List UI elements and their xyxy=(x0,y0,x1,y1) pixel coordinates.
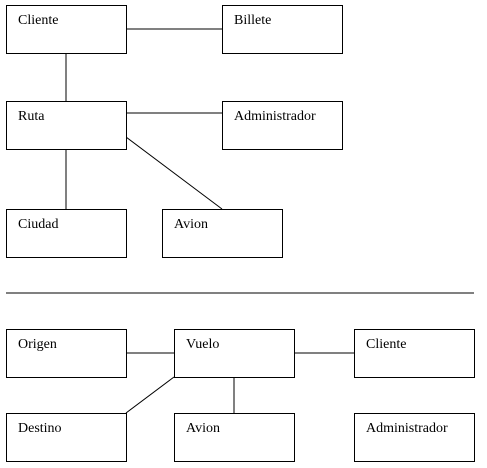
box-label: Cliente xyxy=(18,13,59,28)
box-label: Avion xyxy=(174,217,208,232)
box-label: Administrador xyxy=(366,421,448,436)
edge-ruta-avion xyxy=(125,136,223,210)
box-avion-bottom: Avion xyxy=(174,413,295,462)
box-label: Destino xyxy=(18,421,62,436)
box-origen: Origen xyxy=(6,329,127,378)
box-label: Cliente xyxy=(366,337,407,352)
box-billete: Billete xyxy=(222,5,343,54)
box-label: Billete xyxy=(234,13,272,28)
box-label: Ruta xyxy=(18,109,45,124)
box-label: Origen xyxy=(18,337,57,352)
box-avion-top: Avion xyxy=(162,209,283,258)
box-cliente-bottom: Cliente xyxy=(354,329,475,378)
box-label: Ciudad xyxy=(18,217,59,232)
box-ciudad: Ciudad xyxy=(6,209,127,258)
box-administrador-bottom: Administrador xyxy=(354,413,475,462)
box-administrador-top: Administrador xyxy=(222,101,343,150)
box-destino: Destino xyxy=(6,413,127,462)
box-cliente-top: Cliente xyxy=(6,5,127,54)
box-vuelo: Vuelo xyxy=(174,329,295,378)
box-label: Avion xyxy=(186,421,220,436)
edge-vuelo-destino xyxy=(125,376,175,414)
box-label: Vuelo xyxy=(186,337,220,352)
box-label: Administrador xyxy=(234,109,316,124)
box-ruta: Ruta xyxy=(6,101,127,150)
